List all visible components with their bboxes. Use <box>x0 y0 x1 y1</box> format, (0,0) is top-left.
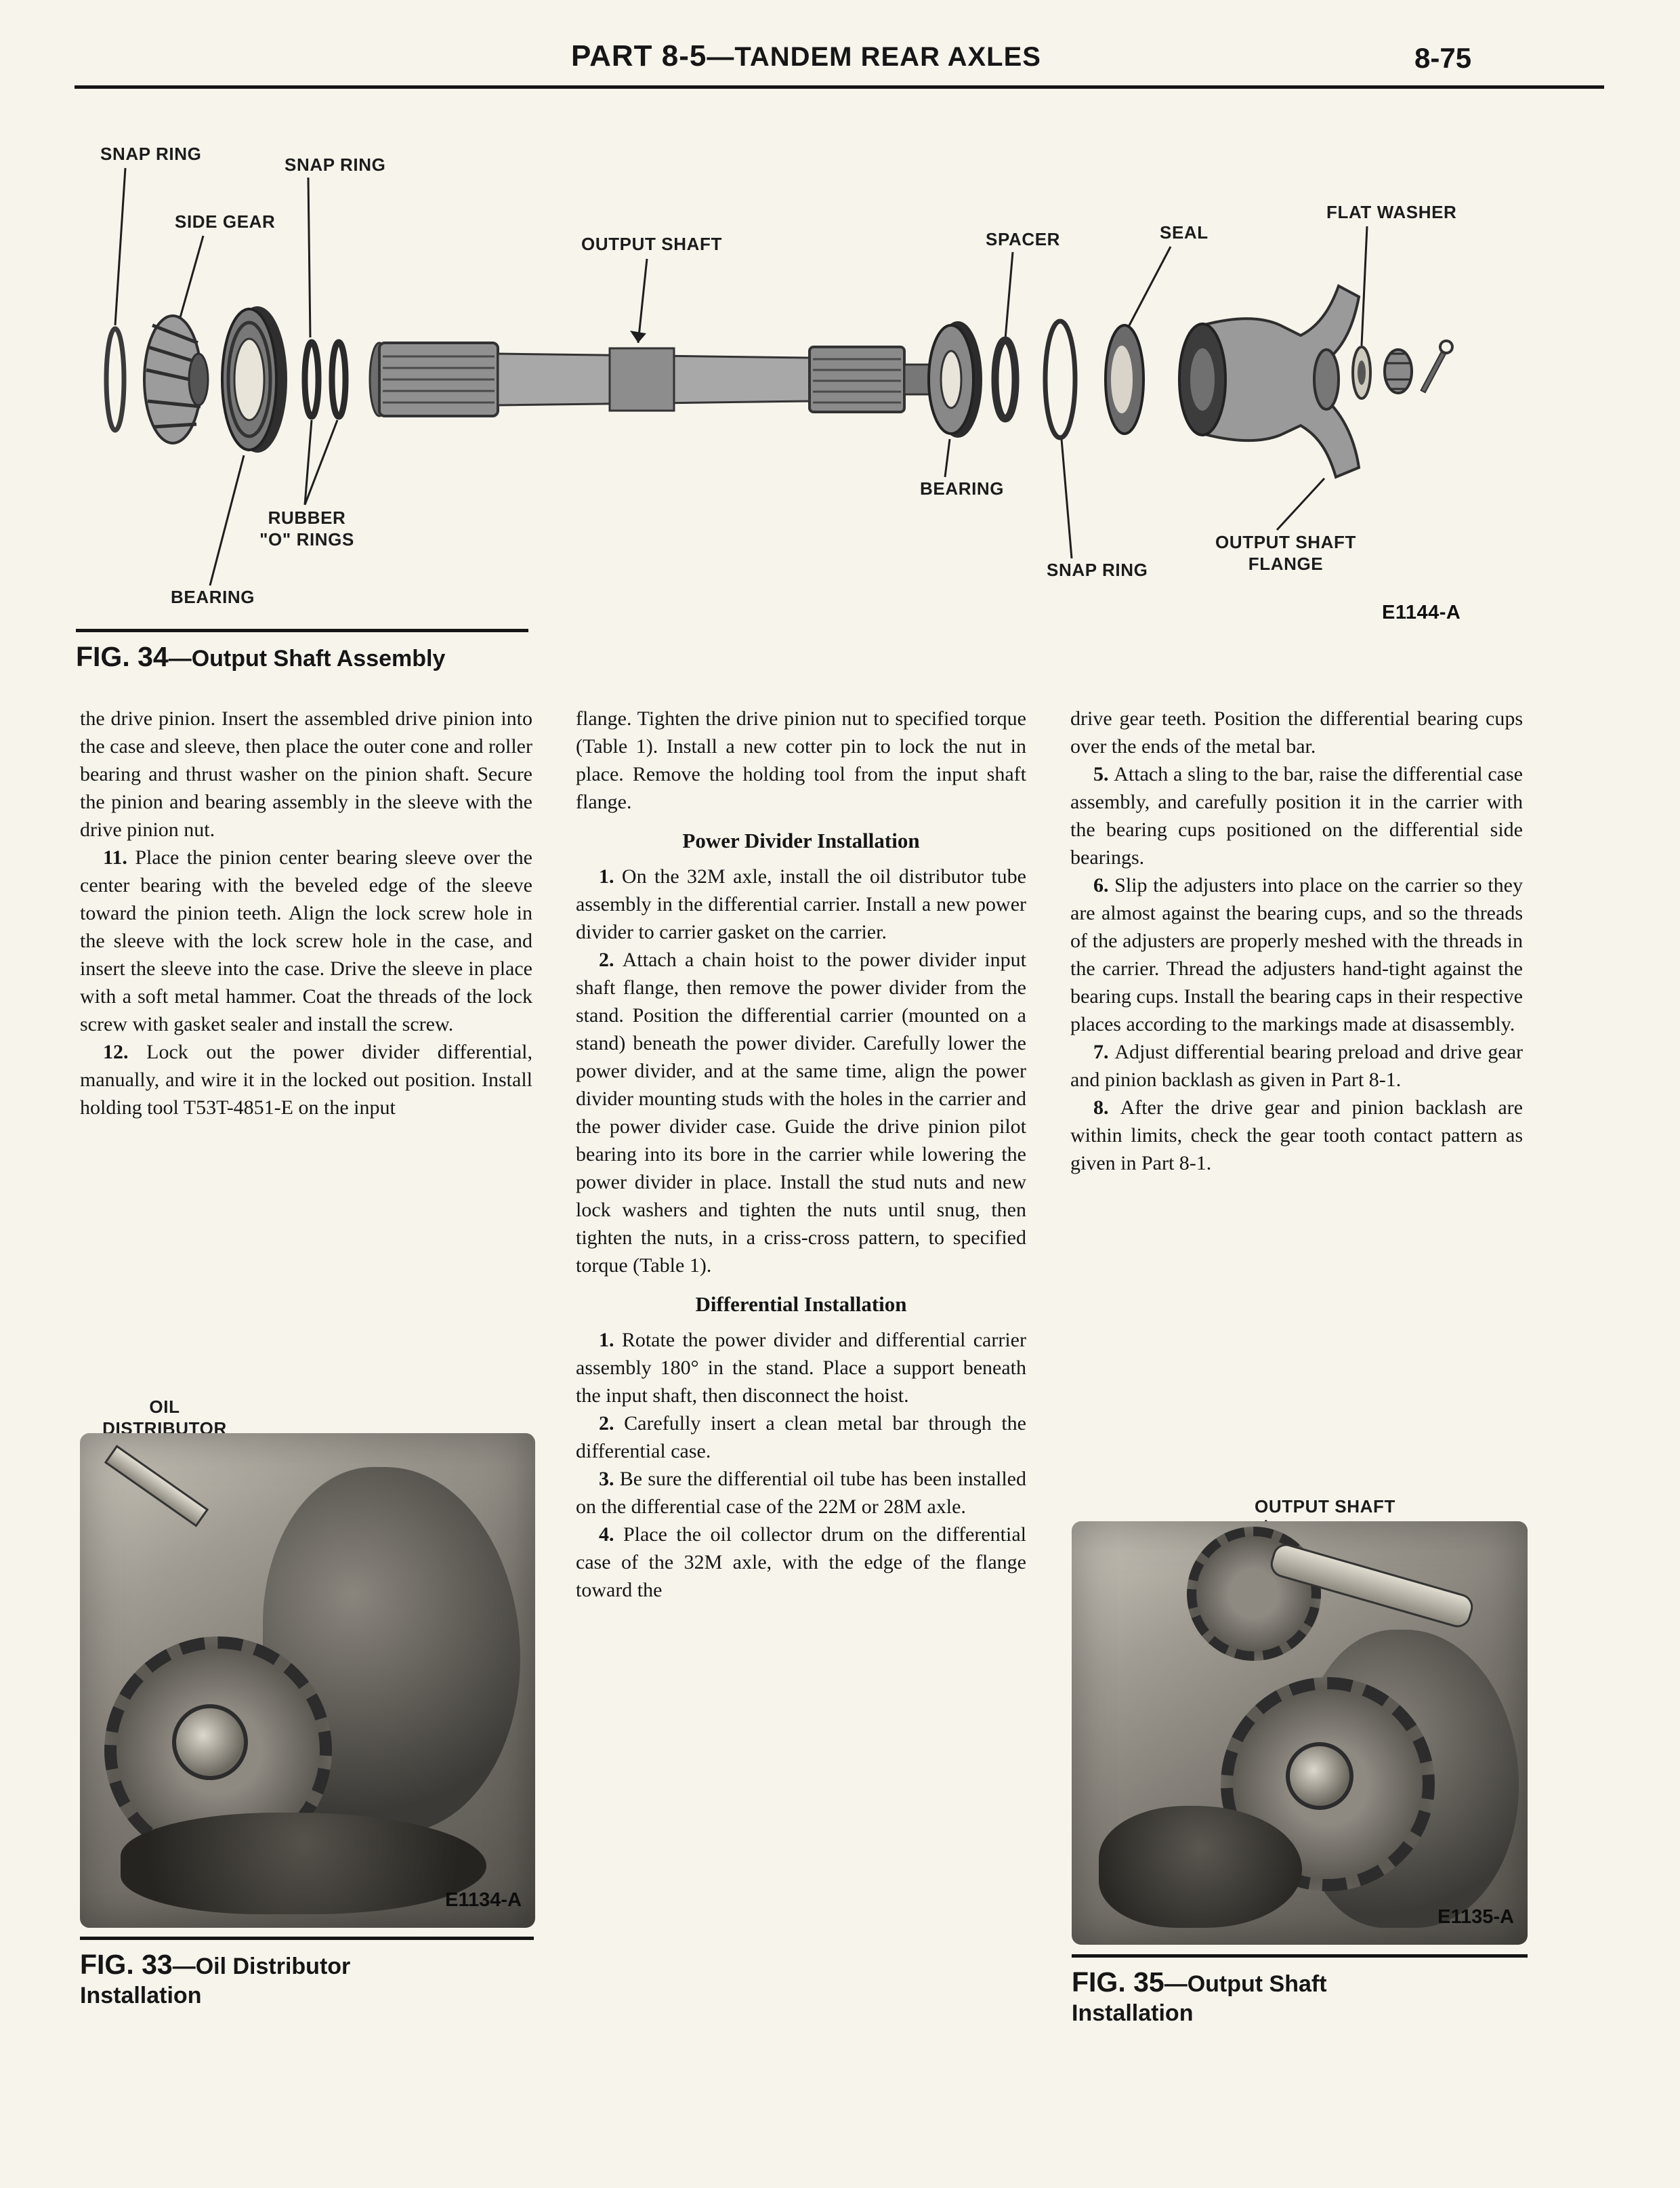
section-heading: Power Divider Installation <box>682 829 920 852</box>
arrowhead <box>630 331 646 343</box>
output-shaft-assembly-drawing <box>104 167 1454 586</box>
label-side-gear: SIDE GEAR <box>175 211 276 232</box>
bearing-part-left <box>221 306 287 453</box>
paragraph-number: 6. <box>1093 874 1109 896</box>
paragraph-number: 11. <box>103 846 127 869</box>
case-bottom-shape-2 <box>1099 1806 1302 1928</box>
paragraph: 8. After the drive gear and pinion backl… <box>1070 1096 1523 1174</box>
case-bottom-shape <box>121 1813 486 1914</box>
figure-34-code: E1144-A <box>1382 602 1461 623</box>
label-flange-line1: OUTPUT SHAFT <box>1215 532 1356 552</box>
paragraph-number: 12. <box>103 1041 129 1063</box>
label-bearing-right: BEARING <box>920 478 1005 499</box>
label-output-shaft: OUTPUT SHAFT <box>581 234 722 254</box>
paragraph-number: 3. <box>599 1468 614 1490</box>
cotter-pin-part <box>1420 339 1454 394</box>
gear-hub-shape-2 <box>1286 1742 1353 1810</box>
figure-35-caption-title: —Output Shaft <box>1164 1971 1327 1997</box>
fig33-caption-rule <box>80 1937 534 1940</box>
paragraph: flange. Tighten the drive pinion nut to … <box>576 707 1026 813</box>
paragraph: 11. Place the pinion center bearing slee… <box>80 846 532 1035</box>
paragraph: 1. On the 32M axle, install the oil dist… <box>576 865 1026 943</box>
label-snap-ring-2: SNAP RING <box>285 154 386 175</box>
o-ring-parts <box>301 339 349 420</box>
page-number: 8-75 <box>1414 42 1472 74</box>
nut-part <box>1383 348 1413 394</box>
figure-33-caption: FIG. 33—Oil Distributor Installation <box>80 1949 350 2010</box>
label-output-shaft-fig35: OUTPUT SHAFT <box>1255 1496 1395 1516</box>
label-seal: SEAL <box>1160 222 1209 243</box>
label-snap-ring-3: SNAP RING <box>1047 560 1148 580</box>
figure-35-caption: FIG. 35—Output Shaft Installation <box>1072 1966 1327 2028</box>
figure-33-caption-number: FIG. 33 <box>80 1949 173 1980</box>
snap-ring-part-3 <box>1043 318 1078 440</box>
label-flat-washer: FLAT WASHER <box>1326 202 1457 222</box>
label-rubber-line1: RUBBER <box>268 508 346 528</box>
figure-35-photo: E1135-A <box>1072 1521 1528 1945</box>
gear-hub-shape <box>172 1704 248 1780</box>
figure-33-code: E1134-A <box>445 1889 522 1911</box>
label-bearing-left: BEARING <box>171 587 255 607</box>
side-gear-part <box>143 314 209 445</box>
label-rubber-line2: "O" RINGS <box>259 529 354 550</box>
label-output-shaft-flange: OUTPUT SHAFT FLANGE <box>1211 531 1360 575</box>
paragraph-number: 2. <box>599 949 614 971</box>
paragraph: 2. Carefully insert a clean metal bar th… <box>576 1412 1026 1462</box>
paragraph: 2. Attach a chain hoist to the power div… <box>576 949 1026 1277</box>
paragraph: drive gear teeth. Position the different… <box>1070 707 1523 758</box>
paragraph-number: 8. <box>1093 1096 1109 1119</box>
bearing-part-right <box>927 321 982 438</box>
paragraph: the drive pinion. Insert the assembled d… <box>80 707 532 841</box>
oil-distributor-tool-shape <box>104 1445 209 1527</box>
figure-34-caption-number: FIG. 34 <box>76 641 169 672</box>
label-flange-line2: FLANGE <box>1248 554 1324 574</box>
figure-34-caption-title: —Output Shaft Assembly <box>168 646 446 672</box>
paragraph-number: 2. <box>599 1412 614 1434</box>
section-heading: Differential Installation <box>695 1292 907 1316</box>
paragraph-number: 7. <box>1093 1041 1109 1063</box>
output-shaft-part <box>369 342 931 417</box>
text-column-1: the drive pinion. Insert the assembled d… <box>80 705 532 1121</box>
paragraph-number: 5. <box>1093 763 1109 785</box>
figure-33-photo: E1134-A <box>80 1433 535 1928</box>
snap-ring-part <box>104 326 127 433</box>
label-snap-ring-1: SNAP RING <box>100 144 202 164</box>
text-column-3: drive gear teeth. Position the different… <box>1070 705 1523 1177</box>
paragraph: 12. Lock out the power divider different… <box>80 1041 532 1119</box>
seal-part <box>1104 324 1145 435</box>
paragraph: 6. Slip the adjusters into place on the … <box>1070 874 1523 1035</box>
figure-35-caption-line2: Installation <box>1072 2000 1194 2026</box>
paragraph-number: 1. <box>599 865 614 888</box>
text-column-2: flange. Tighten the drive pinion nut to … <box>576 705 1026 1604</box>
fig34-caption-rule <box>76 629 528 632</box>
header-rule <box>75 85 1604 89</box>
fig35-caption-rule <box>1072 1954 1528 1958</box>
flat-washer-part <box>1351 346 1372 400</box>
paragraph: 7. Adjust differential bearing preload a… <box>1070 1041 1523 1091</box>
figure-35-caption-number: FIG. 35 <box>1072 1966 1164 1998</box>
output-shaft-flange-part <box>1178 284 1361 479</box>
paragraph-number: 1. <box>599 1329 614 1351</box>
paragraph: 4. Place the oil collector drum on the d… <box>576 1523 1026 1601</box>
part-title: —TANDEM REAR AXLES <box>707 42 1041 72</box>
paragraph: 5. Attach a sling to the bar, raise the … <box>1070 763 1523 869</box>
paragraph-number: 4. <box>599 1523 614 1546</box>
label-rubber-o-rings: RUBBER "O" RINGS <box>256 507 358 550</box>
figure-35-code: E1135-A <box>1437 1906 1514 1928</box>
paragraph: 1. Rotate the power divider and differen… <box>576 1329 1026 1407</box>
figure-33-caption-line2: Installation <box>80 1983 202 2008</box>
figure-33-caption-title: —Oil Distributor <box>172 1954 351 1979</box>
bevel-gear-shape <box>1187 1527 1321 1661</box>
spacer-part <box>991 336 1020 423</box>
paragraph: 3. Be sure the differential oil tube has… <box>576 1468 1026 1518</box>
page-header: PART 8-5—TANDEM REAR AXLES <box>434 39 1179 73</box>
figure-34-caption: FIG. 34—Output Shaft Assembly <box>76 641 445 673</box>
part-number: PART 8-5 <box>571 39 707 73</box>
label-spacer: SPACER <box>986 229 1061 249</box>
leader-lines <box>114 167 1368 586</box>
